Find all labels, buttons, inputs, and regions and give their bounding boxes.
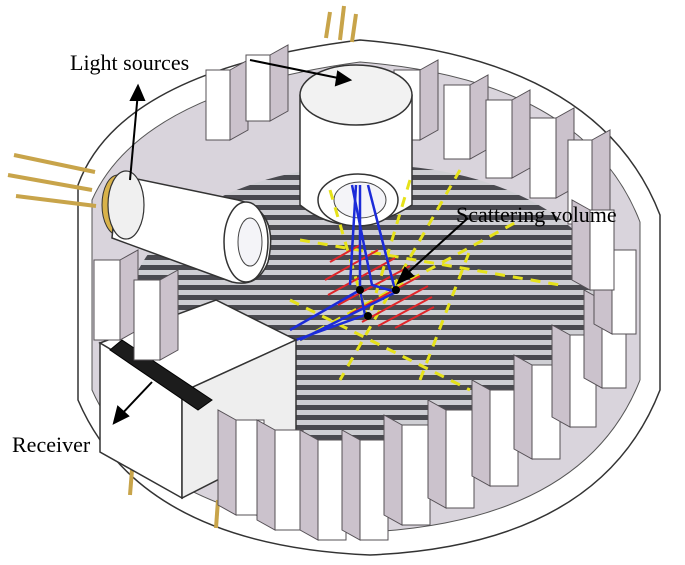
pin-top-1 [324,11,332,39]
vane-ring-front [93,199,637,541]
floor-stripe [127,355,617,360]
label-light-sources: Light sources [70,50,189,75]
light-beams [281,184,397,347]
floor-stripe [127,255,617,260]
pin-top-2 [338,5,346,41]
vane-ring-back [205,44,611,225]
pin-receiver-1 [128,469,134,496]
floor-stripe [127,395,617,400]
baffle-vane [341,429,389,541]
floor-stripe [127,275,617,280]
baffle-vane [471,379,519,487]
arrowhead-scattering-volume [395,266,415,286]
floor-stripe [127,295,617,300]
floor-stripe [127,245,617,250]
baffle-vane [205,59,249,141]
floor-stripe [127,435,617,440]
baffle-vane [529,107,575,199]
pin-left-1 [13,153,96,174]
scattering-region [281,169,561,392]
floor-stripe [127,415,617,420]
baffle-vane [93,249,139,341]
baffle-vane [443,74,489,160]
baffle-vane [245,44,289,122]
label-receiver: Receiver [12,432,91,457]
pin-left-3 [15,194,97,208]
pin-left-2 [7,173,93,192]
baffle-vane [299,429,347,541]
field-of-view-lines [289,169,561,392]
floor-stripe [127,265,617,270]
floor-stripe [127,365,617,370]
baffle-vane [427,399,475,509]
baffle-vane [133,269,179,361]
floor-stripe [127,425,617,430]
pin-top-3 [350,13,358,43]
arrowhead-left-source [129,83,146,101]
arrow-to-left-source [129,91,139,181]
baffle-vane [256,419,304,531]
arrow-to-scattering-volume [401,217,469,279]
arrow-to-top-source [249,59,349,81]
arrowhead-top-source [334,70,353,87]
baffle-vane [571,199,615,291]
baffle-vane [383,414,431,526]
floor-stripe [127,235,617,240]
receiver [98,299,298,529]
arrowhead-receiver [112,405,130,425]
scattering-volume-hatch [324,244,435,329]
label-scattering-volume: Scattering volume [456,202,617,227]
annotations [112,59,469,425]
baffle-vane [485,89,531,179]
floor-stripe [127,405,617,410]
floor-stripe [127,345,617,350]
scatter-points [356,286,400,320]
light-source-left [7,153,272,284]
floor-stripe [127,225,617,230]
floor-stripe [127,385,617,390]
floor-stripe [127,325,617,330]
floor-stripe [127,335,617,340]
floor-stripe [127,375,617,380]
